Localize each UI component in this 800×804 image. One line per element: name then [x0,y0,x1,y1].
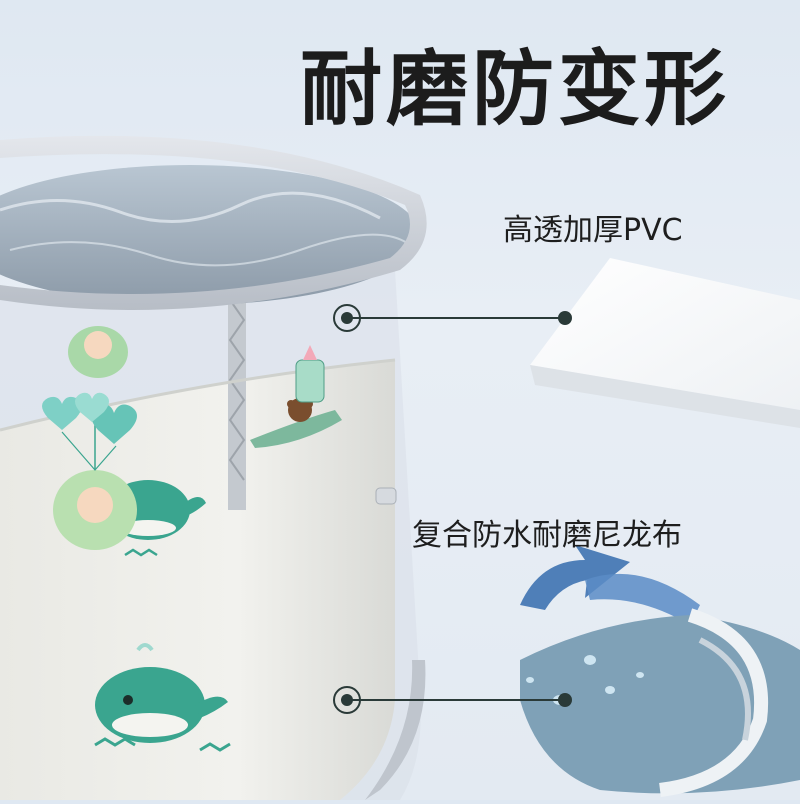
baby-balloon-icon [53,326,137,550]
pointer-nylon [333,686,572,714]
pool-base-ring [365,660,426,800]
pool-rim [0,135,427,310]
pool-liner [0,360,395,800]
feature-label-pvc: 高透加厚PVC [503,213,683,248]
baby-bottle-icon [295,345,325,403]
water-surface [0,165,420,305]
feature-label-nylon: 复合防水耐磨尼龙布 [412,518,682,553]
curved-arrow-icon [520,545,630,610]
pointer-pvc [333,304,572,332]
whale-icon [94,643,231,752]
pvc-sheet [530,258,800,428]
heart-balloon-icon [42,392,137,471]
page-title: 耐磨防变形 [300,42,731,137]
